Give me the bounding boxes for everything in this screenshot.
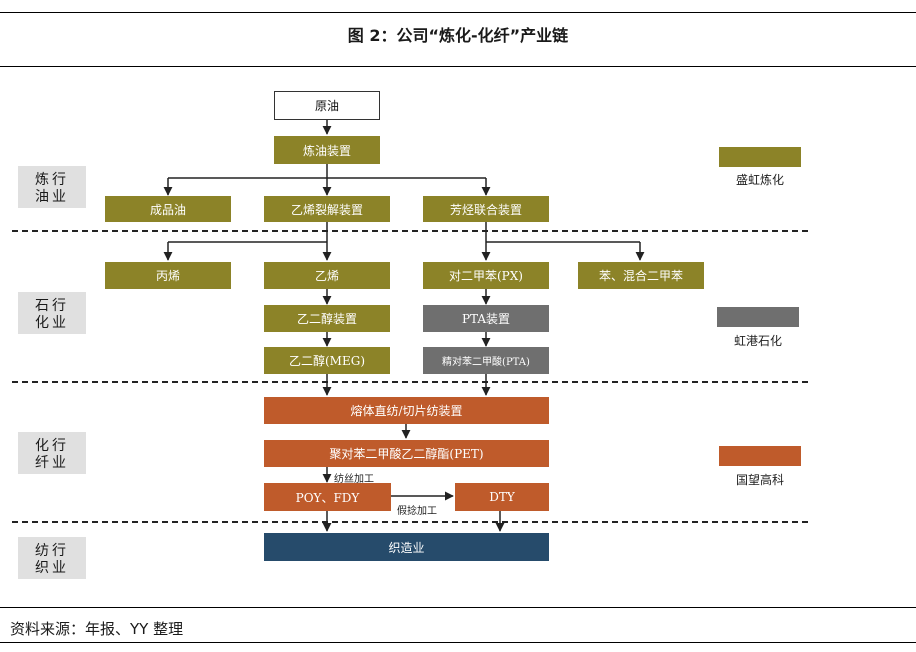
- edge-label-spinning: 纺丝加工: [334, 474, 374, 485]
- legend-label-honggang: 虹港石化: [733, 334, 782, 348]
- legend-swatch-honggang: [717, 307, 799, 327]
- node-propylene: 丙烯: [105, 262, 231, 289]
- node-ethylene: 乙烯: [264, 262, 390, 289]
- category-petrochem: 石行化业: [18, 292, 86, 334]
- node-px: 对二甲苯(PX): [423, 262, 549, 289]
- legend-swatch-shenghong: [719, 147, 801, 167]
- source-rule-top: [0, 607, 916, 608]
- node-weaving: 织造业: [264, 533, 549, 561]
- legend-swatch-guowang: [719, 446, 801, 466]
- node-pta-unit: PTA装置: [423, 305, 549, 332]
- separator-3: [12, 521, 808, 523]
- node-aromatics: 芳烃联合装置: [423, 196, 549, 222]
- legend-label-guowang: 国望高科: [735, 473, 784, 487]
- figure-title: 图 2：公司“炼化-化纤”产业链: [347, 26, 569, 45]
- category-fiber: 化行纤业: [18, 432, 86, 474]
- separator-2: [12, 381, 808, 383]
- node-pta: 精对苯二甲酸(PTA): [423, 347, 549, 374]
- node-cracker: 乙烯裂解装置: [264, 196, 390, 222]
- source-note: 资料来源：年报、YY 整理: [10, 620, 184, 638]
- top-rule: [0, 12, 916, 13]
- node-benzene: 苯、混合二甲苯: [578, 262, 704, 289]
- node-eg-unit: 乙二醇装置: [264, 305, 390, 332]
- edge-label-texturing: 假捻加工: [397, 506, 437, 517]
- node-dty: DTY: [455, 483, 549, 511]
- title-rule: [0, 66, 916, 67]
- node-pet: 聚对苯二甲酸乙二醇酯(PET): [264, 440, 549, 467]
- node-crude: 原油: [274, 91, 380, 120]
- node-refined-oil: 成品油: [105, 196, 231, 222]
- node-poy: POY、FDY: [264, 483, 391, 511]
- legend-label-shenghong: 盛虹炼化: [735, 173, 784, 187]
- category-textile: 纺行织业: [18, 537, 86, 579]
- node-refinery: 炼油装置: [274, 136, 380, 164]
- separator-1: [12, 230, 808, 232]
- category-refining: 炼行油业: [18, 166, 86, 208]
- node-meg: 乙二醇(MEG): [264, 347, 390, 374]
- source-rule-bottom: [0, 642, 916, 643]
- node-melt: 熔体直纺/切片纺装置: [264, 397, 549, 424]
